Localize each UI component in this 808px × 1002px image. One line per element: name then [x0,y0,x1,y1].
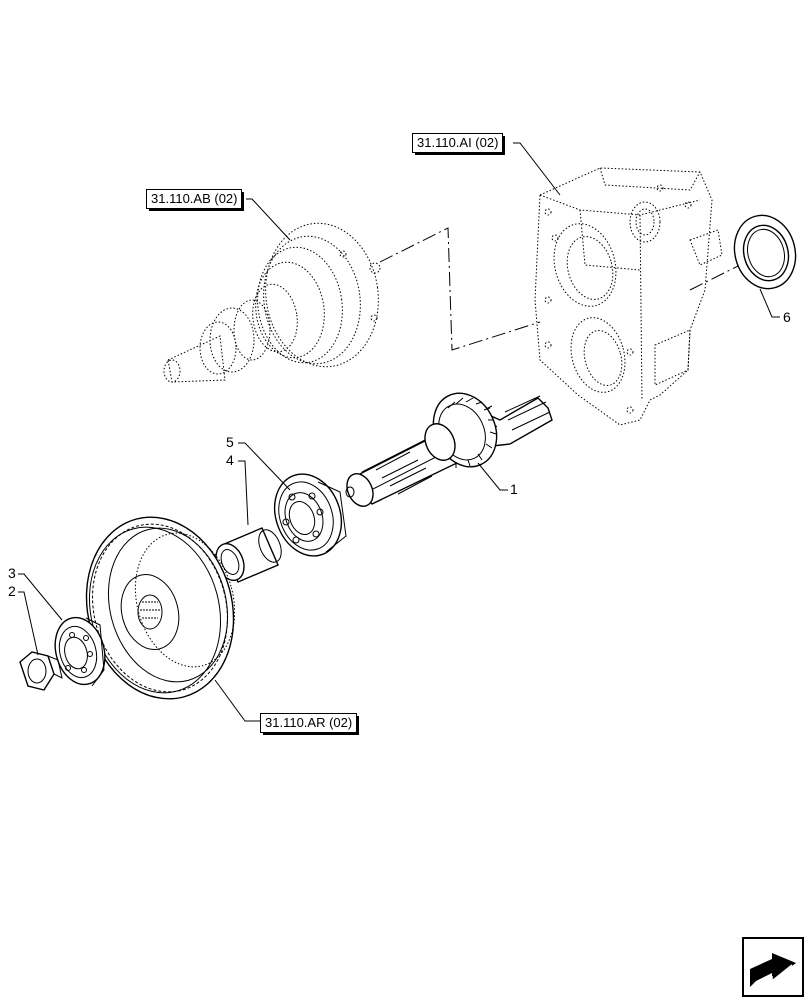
next-page-arrow-icon[interactable] [742,937,804,997]
callout-6: 6 [783,309,791,325]
splined-shaft [345,392,553,507]
pto-subassembly [163,222,381,383]
bearing-large [273,473,347,557]
callout-2: 2 [8,583,16,599]
gearbox-housing [534,167,723,426]
callout-5: 5 [226,434,234,450]
reference-box-gear[interactable]: 31.110.AR (02) [260,713,360,735]
reference-box-subassembly[interactable]: 31.110.AB (02) [146,189,245,211]
seal-ring [733,214,797,290]
callout-4: 4 [226,452,234,468]
alignment-line-upper [379,227,541,351]
callout-3: 3 [8,565,16,581]
reference-box-housing[interactable]: 31.110.AI (02) [412,133,506,155]
alignment-line-seal [689,254,761,291]
leader-lines [18,142,780,722]
hex-nut [19,651,63,691]
bearing-small [54,616,106,687]
callout-1: 1 [510,481,518,497]
